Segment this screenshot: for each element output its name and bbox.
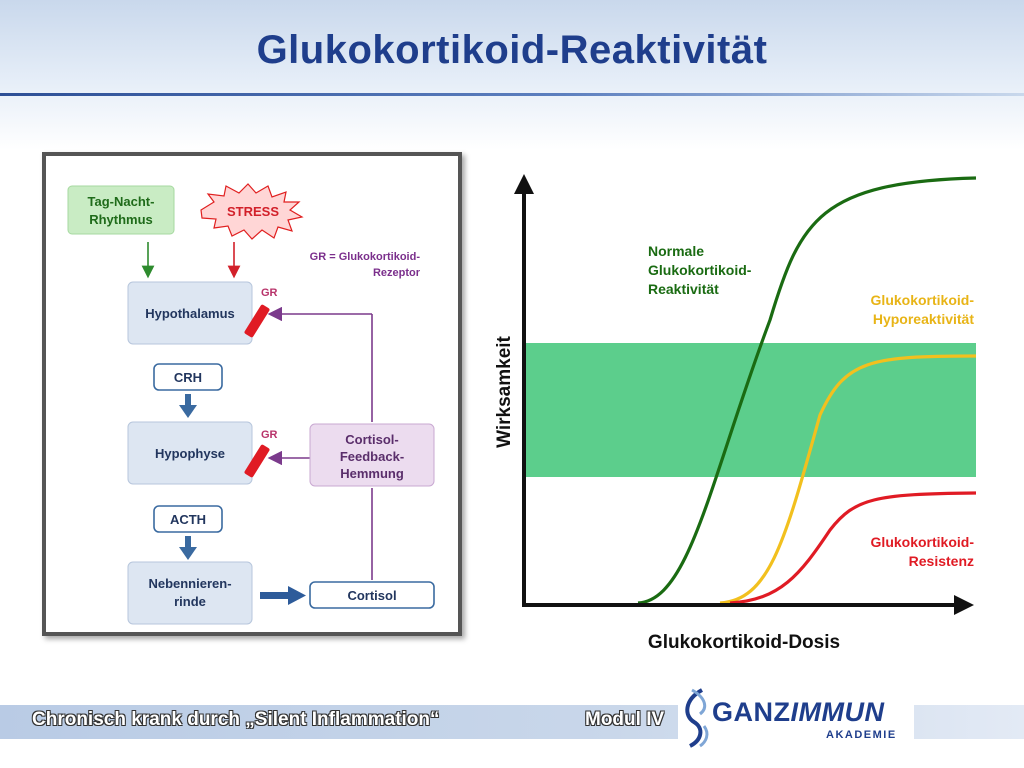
svg-text:STRESS: STRESS <box>227 204 279 219</box>
logo-subtitle: AKADEMIE <box>826 729 897 741</box>
x-axis-label: Glukokortikoid-Dosis <box>648 632 840 653</box>
x-axis-arrow <box>954 595 974 615</box>
header-background <box>0 0 1024 150</box>
feedback-hemmung-box: Cortisol- Feedback- Hemmung <box>309 423 435 487</box>
label-resistance: Glukokortikoid- Resistenz <box>871 534 975 569</box>
logo-area <box>678 686 914 748</box>
acth-box: ACTH <box>153 505 223 533</box>
dna-logo-icon <box>685 688 709 748</box>
svg-text:Hypothalamus: Hypothalamus <box>145 306 235 321</box>
target-effect-band <box>524 343 976 477</box>
svg-text:Hyporeaktivität: Hyporeaktivität <box>873 311 974 327</box>
logo-accent: IMMUN <box>790 697 885 727</box>
svg-text:Glukokortikoid-: Glukokortikoid- <box>871 292 975 308</box>
label-normal: Normale Glukokortikoid- Reaktivität <box>648 243 752 297</box>
arrow-to-cortisol <box>260 586 306 605</box>
svg-text:Normale: Normale <box>648 243 704 259</box>
hpa-axis-diagram: Tag-Nacht- Rhythmus STRESS GR = Glukokor… <box>42 152 462 636</box>
svg-text:GR = Glukokortikoid-: GR = Glukokortikoid- <box>310 251 421 263</box>
nebennierenrinde-box: Nebennieren- rinde <box>127 561 253 625</box>
tag-nacht-rhythmus-box: Tag-Nacht- Rhythmus <box>67 185 175 235</box>
curve-normal <box>637 176 977 605</box>
gr-label-top: GR <box>261 287 278 299</box>
svg-text:CRH: CRH <box>174 370 202 385</box>
curve-resistance <box>729 491 977 605</box>
svg-text:ACTH: ACTH <box>170 512 206 527</box>
svg-text:Reaktivität: Reaktivität <box>648 281 719 297</box>
svg-text:Resistenz: Resistenz <box>909 553 974 569</box>
logo-wordmark: GANZIMMUN <box>712 697 884 728</box>
gr-label-bottom: GR <box>261 429 278 441</box>
svg-text:Rezeptor: Rezeptor <box>373 267 421 279</box>
stress-burst: STRESS <box>200 183 304 240</box>
crh-box: CRH <box>153 363 223 391</box>
hypophyse-box: Hypophyse <box>127 421 253 485</box>
hypothalamus-box: Hypothalamus <box>127 281 253 345</box>
arrow-acth-nebenniere <box>179 536 197 560</box>
curve-hypo <box>719 354 977 605</box>
gr-receptor-top <box>244 304 270 338</box>
gr-legend: GR = Glukokortikoid- Rezeptor <box>310 251 421 279</box>
svg-text:Rhythmus: Rhythmus <box>89 212 153 227</box>
svg-text:Hypophyse: Hypophyse <box>155 446 225 461</box>
svg-text:Tag-Nacht-: Tag-Nacht- <box>88 194 155 209</box>
svg-text:Cortisol-: Cortisol- <box>345 432 398 447</box>
arrow-crh-hypophyse <box>179 394 197 418</box>
logo-main: GANZ <box>712 697 791 727</box>
svg-text:Nebennieren-: Nebennieren- <box>148 576 231 591</box>
svg-text:Glukokortikoid-: Glukokortikoid- <box>648 262 752 278</box>
svg-text:rinde: rinde <box>174 594 206 609</box>
footer-course-title: Chronisch krank durch „Silent Inflammati… <box>32 709 440 730</box>
svg-text:Glukokortikoid-: Glukokortikoid- <box>871 534 975 550</box>
footer-module: Modul IV <box>585 709 665 730</box>
y-axis-arrow <box>514 174 534 194</box>
label-hypo: Glukokortikoid- Hyporeaktivität <box>871 292 975 327</box>
gr-receptor-bottom <box>244 444 270 478</box>
svg-text:Cortisol: Cortisol <box>347 588 396 603</box>
cortisol-box: Cortisol <box>309 581 435 609</box>
svg-text:Feedback-: Feedback- <box>340 449 404 464</box>
y-axis-label: Wirksamkeit <box>494 335 515 447</box>
header-divider <box>0 93 1024 96</box>
svg-text:Hemmung: Hemmung <box>340 466 404 481</box>
slide-title: Glukokortikoid-Reaktivität <box>256 28 768 72</box>
